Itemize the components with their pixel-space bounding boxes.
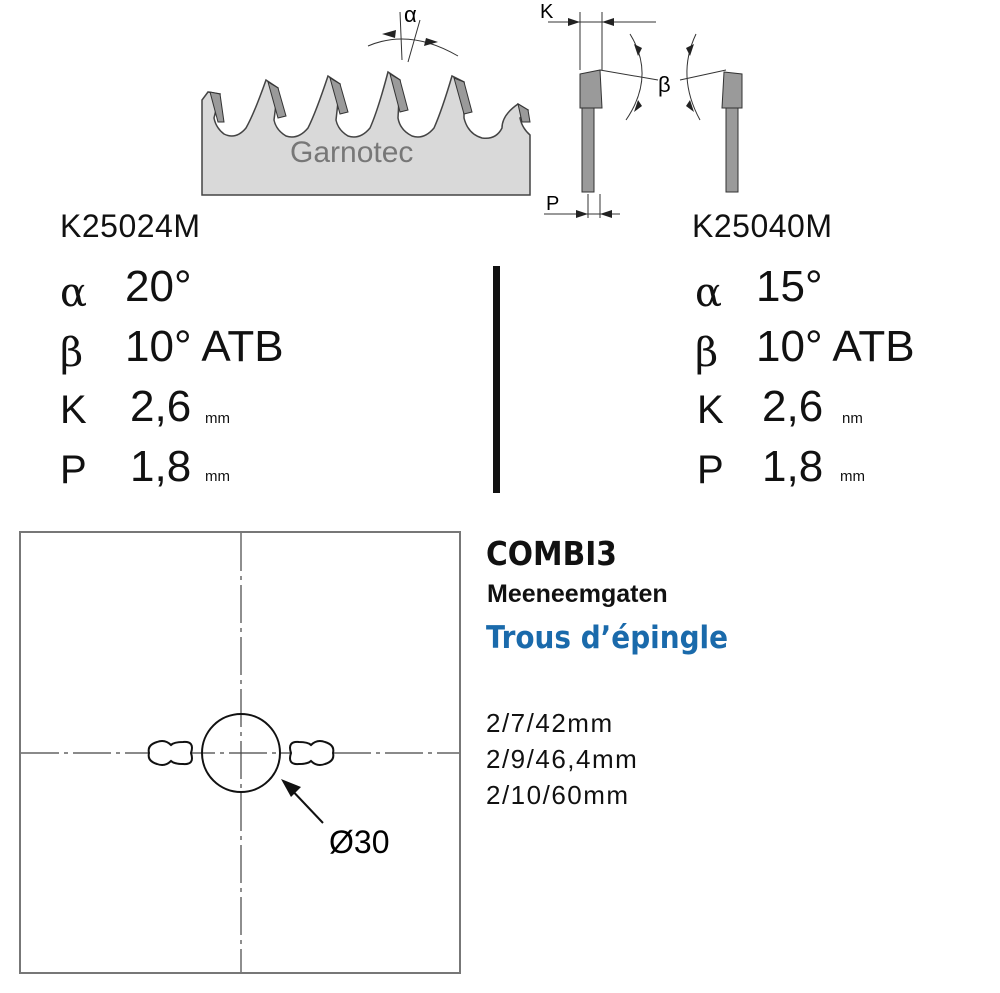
left-beta-value: 10° ATB [125, 322, 284, 371]
brand-label: Garnotec [290, 136, 413, 169]
center-bore [201, 713, 281, 793]
right-p-symbol: P [697, 448, 724, 492]
right-beta-symbol: β [695, 330, 719, 376]
right-alpha-symbol: α [695, 270, 723, 316]
right-k-unit: nm [842, 410, 863, 427]
left-k-value: 2,6 [130, 382, 192, 431]
bore-diagram: Ø30 [21, 533, 459, 972]
left-alpha-value: 20° [125, 262, 192, 311]
alpha-arc [367, 38, 459, 57]
right-alpha-value: 15° [756, 262, 823, 311]
left-tooth [579, 69, 603, 109]
beta-arc-left [625, 33, 643, 121]
left-alpha-symbol: α [60, 270, 88, 316]
right-blade-plate [725, 107, 739, 193]
alpha-label: α [404, 2, 417, 27]
p-label: P [546, 193, 559, 215]
right-k-value: 2,6 [762, 382, 824, 431]
combi-spec-2: 2/9/46,4mm [486, 744, 639, 774]
combi-spec-3: 2/10/60mm [486, 780, 630, 810]
left-beta-symbol: β [60, 330, 84, 376]
diameter-label: Ø30 [329, 824, 389, 860]
combi-subtitle-nl: Meeneemgaten [487, 580, 668, 608]
right-k-symbol: K [697, 388, 724, 432]
combi-title: COMBI3 [486, 534, 617, 573]
bore-diagram-frame [19, 531, 461, 974]
blade-profile-diagram: Garnotec α [201, 2, 531, 196]
combi-subtitle-fr: Trous d’épingle [486, 620, 729, 656]
right-p-unit: mm [840, 468, 865, 485]
tooth-tip [267, 80, 287, 119]
beta-arc-right [686, 33, 701, 121]
blade-body [201, 70, 531, 196]
left-p-value: 1,8 [130, 442, 192, 491]
beta-label: β [658, 72, 671, 97]
left-k-symbol: K [60, 388, 87, 432]
left-k-unit: mm [205, 410, 230, 427]
k-label: K [540, 1, 554, 23]
left-blade-plate [581, 107, 595, 193]
left-product-code: K25024M [60, 208, 201, 244]
left-p-symbol: P [60, 448, 87, 492]
left-p-unit: mm [205, 468, 230, 485]
tooth-tip [517, 102, 531, 123]
pin-hole-left [147, 740, 193, 766]
tooth-tip [389, 72, 409, 113]
tooth-tip [453, 77, 473, 115]
right-p-value: 1,8 [762, 442, 824, 491]
right-product-code: K25040M [692, 208, 833, 244]
diameter-arrowhead [281, 779, 301, 797]
pin-hole-right [289, 740, 335, 766]
combi-spec-1: 2/7/42mm [486, 708, 614, 738]
column-divider [493, 266, 500, 493]
tooth-cross-section-diagram: K P β [540, 1, 743, 218]
tooth-tip [329, 76, 349, 115]
right-tooth [721, 71, 743, 109]
right-beta-value: 10° ATB [756, 322, 915, 371]
tooth-tip [209, 91, 225, 123]
